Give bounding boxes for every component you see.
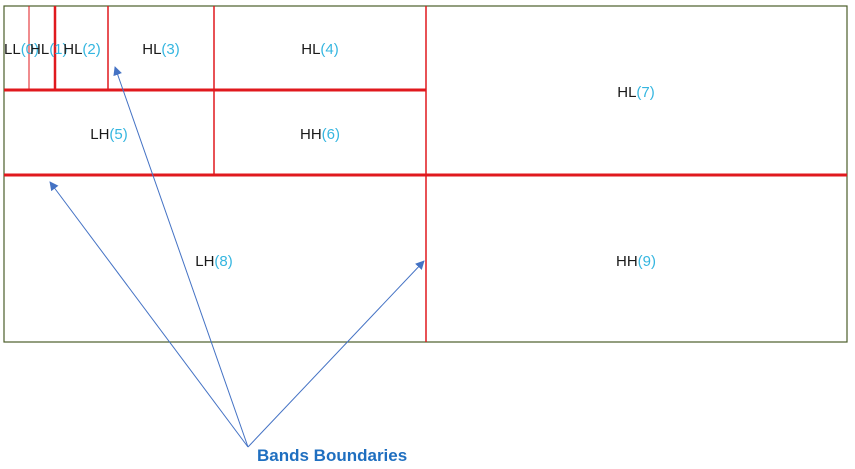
arrow-to-level3-boundary xyxy=(113,66,249,448)
band-label-7: HL(7) xyxy=(617,84,655,101)
band-label-6: HH(6) xyxy=(300,126,340,143)
band-label-3: HL(3) xyxy=(142,41,180,58)
band-boundaries xyxy=(4,6,847,342)
band-label-0: LL(0) xyxy=(4,41,39,58)
annotation-caption: Bands Boundaries xyxy=(257,446,407,465)
band-label-4: HL(4) xyxy=(301,41,339,58)
band-label-9: HH(9) xyxy=(616,253,656,270)
arrow-to-vertical-boundary xyxy=(247,260,425,448)
band-label-5: LH(5) xyxy=(90,126,128,143)
band-labels: LL(0) HL(1) HL(2) HL(3) HL(4) LH(5) HH(6… xyxy=(4,41,656,270)
band-label-8: LH(8) xyxy=(195,253,233,270)
band-label-2: HL(2) xyxy=(63,41,101,58)
arrow-to-level1-boundary xyxy=(49,181,249,448)
annotation-arrows xyxy=(49,66,425,448)
band-label-1: HL(1) xyxy=(30,41,68,58)
